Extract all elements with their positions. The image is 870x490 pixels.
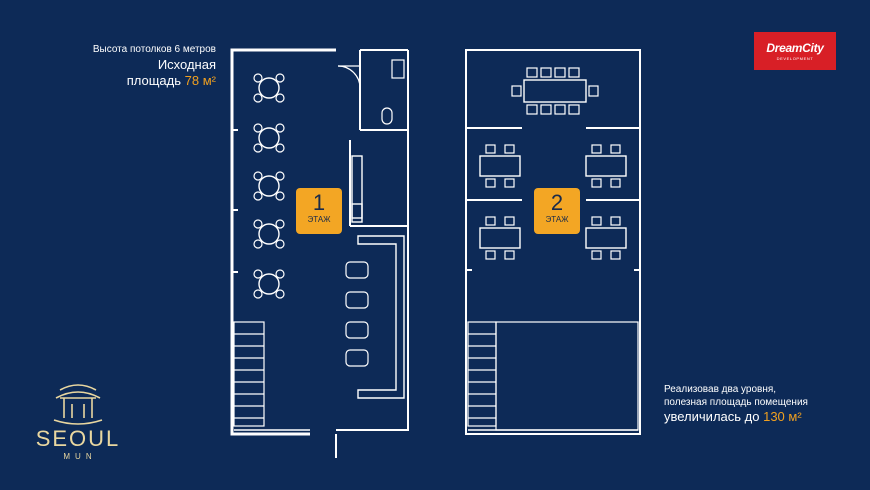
floor-2-badge: 2 ЭТАЖ <box>534 188 580 234</box>
logo-word: SEOUL <box>35 426 121 451</box>
floor-1-label: ЭТАЖ <box>307 215 331 224</box>
result-label: увеличилась до <box>664 409 760 424</box>
result-value: 130 м² <box>763 409 802 424</box>
brand-sub: DEVELOPMENT <box>776 56 814 61</box>
result-line-1: Реализовав два уровня, <box>664 384 777 395</box>
area-value: 78 м² <box>184 72 216 88</box>
floor-2-number: 2 <box>550 190 564 215</box>
original-area: площадь 78 м² <box>93 73 216 89</box>
brand-name: DreamCity <box>766 41 824 55</box>
dreamcity-logo: DreamCity DEVELOPMENT <box>754 32 836 70</box>
floor-2-plan <box>465 49 641 435</box>
ceiling-info: Высота потолков 6 метров Исходная площад… <box>93 44 216 89</box>
original-label: Исходная <box>157 56 216 72</box>
floor-2-label: ЭТАЖ <box>545 215 569 224</box>
seoul-mun-logo: SEOUL MUN <box>30 380 126 461</box>
result-info: Реализовав два уровня, полезная площадь … <box>664 383 808 426</box>
floor-1-plan <box>230 48 409 458</box>
floor-1-number: 1 <box>312 190 326 215</box>
result-line-3: увеличилась до 130 м² <box>664 409 808 426</box>
area-label: площадь <box>126 72 182 88</box>
ceiling-height-text: Высота потолков 6 метров <box>92 44 216 55</box>
logo-sub: MUN <box>63 452 97 461</box>
floor-1-badge: 1 ЭТАЖ <box>296 188 342 234</box>
result-line-2: полезная площадь помещения <box>664 397 808 408</box>
gate-emblem-icon <box>53 384 103 425</box>
